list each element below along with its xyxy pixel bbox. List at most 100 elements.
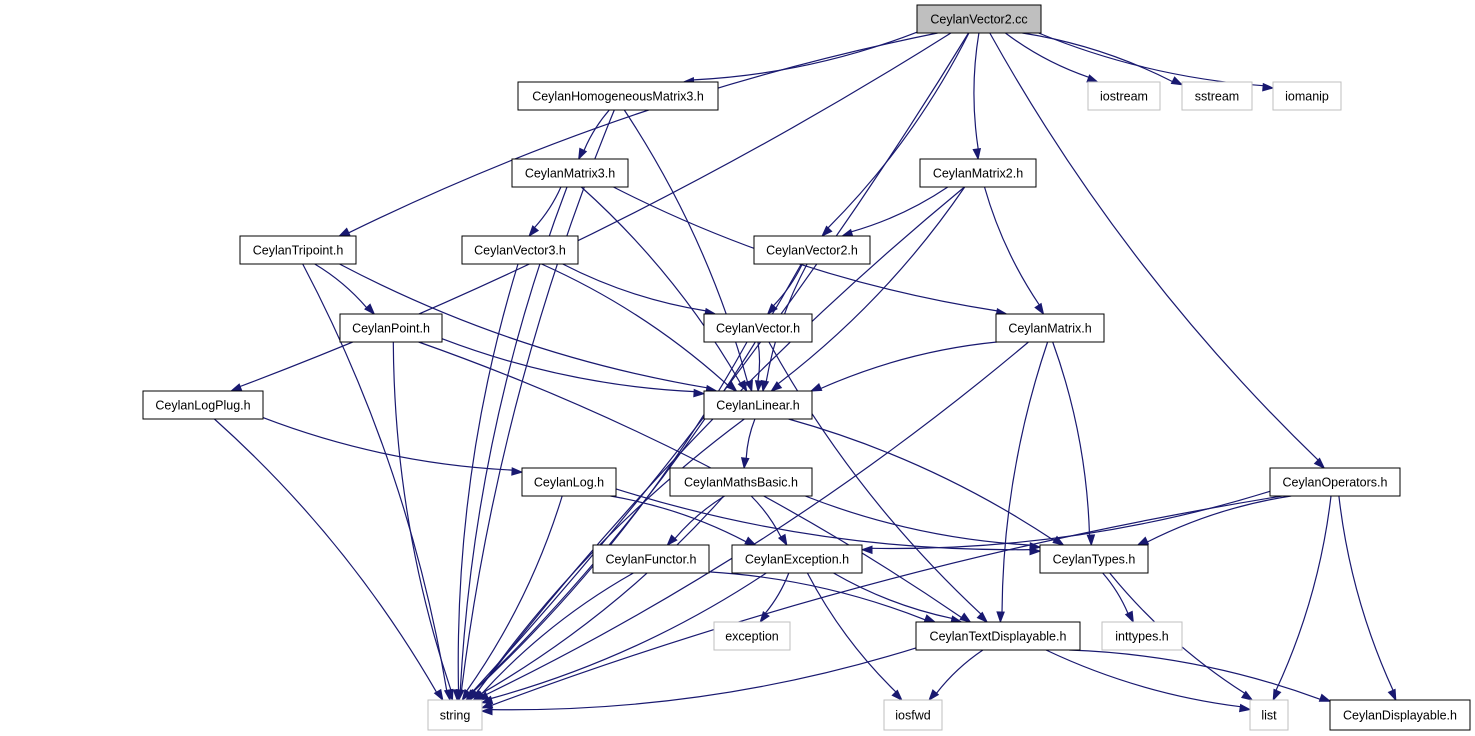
node-box xyxy=(517,81,719,111)
node-box xyxy=(1039,544,1149,574)
edge-vector3-to-vector xyxy=(562,263,717,317)
edge-line xyxy=(1005,32,1089,78)
edge-line xyxy=(833,572,953,619)
edge-line xyxy=(471,32,970,693)
node-matrix2[interactable]: CeylanMatrix2.h xyxy=(919,158,1037,188)
edge-line xyxy=(314,263,368,308)
node-hmatrix3[interactable]: CeylanHomogeneousMatrix3.h xyxy=(517,81,719,111)
edge-line xyxy=(871,490,1271,550)
node-box xyxy=(916,4,1042,34)
node-textdisp[interactable]: CeylanTextDisplayable.h xyxy=(915,621,1081,651)
edge-line xyxy=(623,109,749,383)
edge-line xyxy=(491,495,1283,706)
node-box xyxy=(883,699,943,731)
edge-exception-to-string xyxy=(480,572,767,704)
node-box xyxy=(703,390,813,420)
node-vector2cc[interactable]: CeylanVector2.cc xyxy=(916,4,1042,34)
edge-arrowhead xyxy=(840,228,854,238)
node-box xyxy=(919,158,1037,188)
edge-exception-to-exceptionsys xyxy=(759,572,790,624)
node-exception[interactable]: CeylanException.h xyxy=(731,544,863,574)
node-box xyxy=(669,467,813,497)
edge-mathsbasic-to-exception xyxy=(750,495,788,547)
edge-arrowhead xyxy=(578,147,588,161)
edge-line xyxy=(302,263,448,691)
node-box xyxy=(1249,699,1289,731)
node-types[interactable]: CeylanTypes.h xyxy=(1039,544,1149,574)
edge-arrowhead xyxy=(1086,534,1096,547)
node-exceptionsys: exception xyxy=(713,621,791,651)
edge-arrowhead xyxy=(1387,688,1397,702)
node-label: iomanip xyxy=(1285,90,1329,104)
edge-matrix-to-types xyxy=(1052,341,1096,547)
edge-operators-to-list xyxy=(1272,495,1332,702)
node-operators[interactable]: CeylanOperators.h xyxy=(1269,467,1401,497)
edge-matrix2-to-vector2h xyxy=(840,186,949,238)
edge-line xyxy=(1052,341,1091,536)
node-matrix[interactable]: CeylanMatrix.h xyxy=(995,313,1105,343)
edge-functor-to-string xyxy=(472,572,634,702)
edge-line xyxy=(615,488,1031,551)
edge-arrowhead xyxy=(976,611,989,624)
edge-arrowhead xyxy=(740,457,750,470)
node-log[interactable]: CeylanLog.h xyxy=(521,467,617,497)
node-label: CeylanVector3.h xyxy=(474,244,566,258)
node-vector[interactable]: CeylanVector.h xyxy=(703,313,813,343)
node-box xyxy=(915,621,1081,651)
edge-textdisp-to-string xyxy=(480,647,917,716)
edge-arrowhead xyxy=(744,379,753,393)
edge-arrowhead xyxy=(760,379,770,393)
edge-line xyxy=(983,186,1040,306)
edge-line xyxy=(851,186,949,233)
edge-arrowhead xyxy=(891,689,903,702)
node-functor[interactable]: CeylanFunctor.h xyxy=(592,544,710,574)
node-linear[interactable]: CeylanLinear.h xyxy=(703,390,813,420)
node-label: CeylanLogPlug.h xyxy=(155,399,250,413)
edge-line xyxy=(418,341,962,618)
node-box xyxy=(1087,81,1161,111)
node-iostream: iostream xyxy=(1087,81,1161,111)
node-vector2h[interactable]: CeylanVector2.h xyxy=(753,235,871,265)
edge-arrowhead xyxy=(923,614,937,623)
node-label: CeylanMatrix2.h xyxy=(933,167,1023,181)
edge-line xyxy=(486,341,1029,696)
edge-arrowhead xyxy=(1124,610,1134,624)
node-label: CeylanTripoint.h xyxy=(253,244,344,258)
edge-line xyxy=(674,495,725,539)
edge-point-to-linear xyxy=(441,338,706,398)
edge-arrowhead xyxy=(809,382,823,392)
node-box xyxy=(142,390,264,420)
edge-operators-to-string xyxy=(480,495,1283,709)
node-box xyxy=(427,699,483,731)
edge-arrowhead xyxy=(468,688,480,702)
node-tripoint[interactable]: CeylanTripoint.h xyxy=(239,235,357,265)
edge-arrowhead xyxy=(364,303,376,316)
node-string: string xyxy=(427,699,483,731)
edge-line xyxy=(262,417,513,471)
node-matrix3[interactable]: CeylanMatrix3.h xyxy=(511,158,629,188)
node-box xyxy=(1269,467,1401,497)
edge-operators-to-types xyxy=(1136,495,1292,546)
edge-line xyxy=(457,263,519,691)
edge-arrowhead xyxy=(766,303,778,316)
edge-line xyxy=(806,572,897,693)
edge-vector2cc-to-matrix2 xyxy=(972,32,982,161)
edge-arrowhead xyxy=(1272,688,1282,702)
edge-arrowhead xyxy=(480,706,493,716)
node-logplug[interactable]: CeylanLogPlug.h xyxy=(142,390,264,420)
node-label: CeylanLinear.h xyxy=(716,399,799,413)
edge-arrowhead xyxy=(480,695,494,704)
edge-arrowhead xyxy=(1318,693,1332,702)
edge-vector2cc-to-iostream xyxy=(1005,32,1099,83)
edge-logplug-to-log xyxy=(262,417,524,476)
node-box xyxy=(592,544,710,574)
node-displayable[interactable]: CeylanDisplayable.h xyxy=(1329,699,1471,731)
node-mathsbasic[interactable]: CeylanMathsBasic.h xyxy=(669,467,813,497)
node-vector3[interactable]: CeylanVector3.h xyxy=(461,235,579,265)
edge-vector2cc-to-hmatrix3 xyxy=(682,31,918,86)
edge-arrowhead xyxy=(972,148,982,161)
node-box xyxy=(731,544,863,574)
node-point[interactable]: CeylanPoint.h xyxy=(339,313,443,343)
